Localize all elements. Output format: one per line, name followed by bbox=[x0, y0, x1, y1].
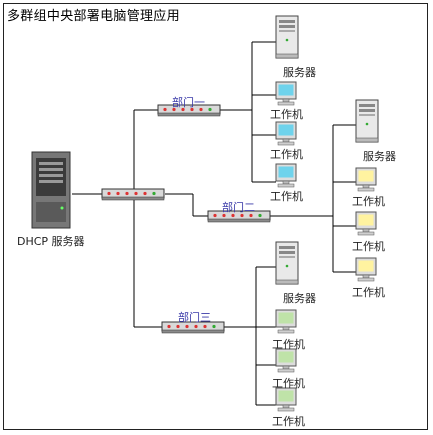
dept2-workstation-icon bbox=[355, 211, 377, 236]
dept2-label: 部门二 bbox=[222, 201, 255, 214]
dept3-workstation-label: 工作机 bbox=[272, 415, 305, 428]
dept3-server-icon bbox=[275, 241, 299, 285]
dept1-workstation-label: 工作机 bbox=[270, 190, 303, 203]
core-hub-icon bbox=[101, 188, 165, 201]
connection-lines bbox=[72, 41, 356, 406]
dhcp-server-icon bbox=[31, 151, 71, 229]
dept1-workstation-label: 工作机 bbox=[270, 148, 303, 161]
dept1-label: 部门一 bbox=[172, 96, 205, 109]
dept3-workstation-icon bbox=[275, 348, 297, 373]
dept2-server-icon bbox=[355, 99, 379, 143]
dept3-workstation-icon bbox=[275, 387, 297, 412]
dept1-server-icon bbox=[275, 15, 299, 59]
dept2-server-label: 服务器 bbox=[363, 150, 396, 163]
dept1-workstation-icon bbox=[275, 121, 297, 146]
dept3-server-label: 服务器 bbox=[283, 292, 316, 305]
dept3-workstation-label: 工作机 bbox=[272, 377, 305, 390]
dept1-workstation-icon bbox=[275, 81, 297, 106]
dept2-workstation-icon bbox=[355, 257, 377, 282]
dept2-workstation-label: 工作机 bbox=[352, 195, 385, 208]
dept3-workstation-icon bbox=[275, 309, 297, 334]
dept2-workstation-label: 工作机 bbox=[352, 286, 385, 299]
dept1-server-label: 服务器 bbox=[283, 66, 316, 79]
dept1-workstation-icon bbox=[275, 163, 297, 188]
dept3-label: 部门三 bbox=[178, 311, 211, 324]
dhcp-server-label: DHCP 服务器 bbox=[17, 235, 85, 248]
dept3-workstation-label: 工作机 bbox=[272, 338, 305, 351]
dept2-workstation-icon bbox=[355, 167, 377, 192]
dept1-workstation-label: 工作机 bbox=[270, 108, 303, 121]
dept2-workstation-label: 工作机 bbox=[352, 240, 385, 253]
diagram-title: 多群组中央部署电脑管理应用 bbox=[7, 9, 180, 24]
